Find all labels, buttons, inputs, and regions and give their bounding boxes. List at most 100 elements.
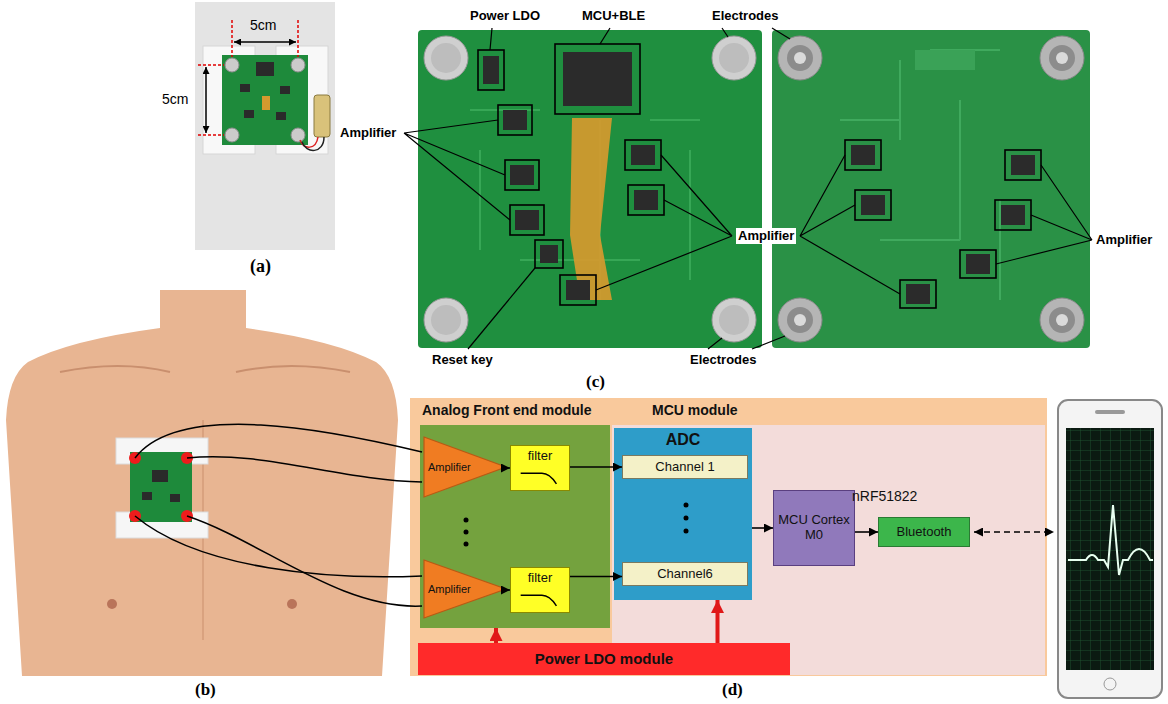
dimension-arrow — [205, 67, 207, 133]
pcb-back — [772, 30, 1090, 348]
art-path — [187, 457, 422, 482]
dimension-line — [198, 134, 224, 136]
art-circle — [464, 530, 469, 535]
system-panel — [410, 398, 1047, 676]
signal-arrow — [752, 527, 773, 529]
battery — [314, 95, 330, 137]
art-circle — [684, 516, 689, 521]
channel-label: Channel 1 — [655, 460, 714, 475]
art-rect — [510, 165, 534, 185]
art-rect — [851, 145, 875, 165]
part-label: Reset key — [432, 352, 493, 368]
electrode-wires — [135, 424, 422, 606]
electrode-dot — [129, 510, 141, 522]
photo-background — [195, 2, 335, 250]
panel-label: (a) — [250, 256, 271, 278]
art-rect — [1001, 205, 1025, 225]
signal-arrow — [570, 576, 622, 578]
art-rect — [960, 250, 996, 278]
chip — [170, 494, 180, 502]
chip — [240, 84, 250, 92]
lowpass-curve — [521, 473, 557, 484]
callout-boxes — [478, 44, 664, 305]
art-path — [996, 165, 1092, 264]
phone-speaker — [1095, 410, 1125, 414]
trace — [840, 50, 1000, 300]
art-path — [772, 28, 790, 39]
bluetooth-label: Bluetooth — [897, 525, 952, 540]
dimension-label: 5cm — [250, 17, 276, 34]
torso — [6, 290, 398, 676]
dimension-label: 5cm — [162, 91, 188, 108]
electrode — [719, 43, 749, 73]
phone-button — [1104, 678, 1116, 690]
phone — [1058, 400, 1162, 698]
wireless-link — [974, 531, 1054, 533]
signal-arrow — [855, 531, 878, 533]
electrode — [794, 52, 806, 64]
flex — [570, 118, 612, 300]
electrode — [719, 305, 749, 335]
electrode — [787, 307, 813, 333]
art-rect — [478, 50, 504, 90]
art-rect — [540, 245, 558, 263]
amplifier-triangle: Amplifier — [424, 437, 506, 497]
art-path — [600, 28, 610, 44]
electrode — [787, 45, 813, 71]
art-path — [468, 268, 535, 349]
chip — [280, 86, 290, 94]
art-circle — [464, 542, 469, 547]
electrode — [225, 128, 239, 142]
battery-wire — [302, 137, 324, 150]
art-path — [135, 424, 422, 458]
electrode — [1049, 45, 1075, 71]
signal-arrow — [570, 466, 622, 468]
art-rect — [510, 205, 544, 235]
trace — [470, 110, 700, 300]
chip — [276, 112, 286, 120]
art-rect — [483, 56, 499, 84]
art-rect — [625, 140, 661, 170]
power-arrow — [716, 600, 720, 643]
art-circle — [464, 518, 469, 523]
electrode — [712, 298, 756, 342]
panel-label: (b) — [195, 680, 216, 700]
electrode — [225, 58, 239, 72]
part-label: MCU+BLE — [582, 8, 645, 24]
electrode — [1040, 298, 1084, 342]
panel-label: (d) — [722, 680, 743, 700]
leader-lines — [404, 28, 1092, 349]
art-rect — [566, 280, 590, 300]
filter-label: filter — [528, 571, 553, 586]
art-path — [800, 155, 900, 294]
silkscreen — [915, 50, 975, 70]
electrode — [1040, 36, 1084, 80]
chip — [244, 110, 254, 118]
electrode — [291, 58, 305, 72]
signal-arrow — [506, 467, 510, 469]
art-rect — [855, 190, 891, 220]
lowpass-symbol — [511, 591, 569, 609]
pcb-front — [418, 30, 762, 348]
part-label: Amplifier — [340, 125, 396, 141]
module-title: Analog Front end module — [422, 402, 592, 418]
ellipsis-dots — [464, 503, 689, 547]
art-rect — [505, 160, 539, 190]
channel-label: Channel6 — [657, 567, 713, 582]
electrode — [1056, 52, 1068, 64]
chips — [851, 145, 1035, 304]
clavicle — [60, 366, 350, 372]
electrode — [712, 36, 756, 80]
part-label: Electrodes — [712, 8, 778, 24]
art-rect — [631, 145, 655, 165]
electrode-dot — [181, 510, 193, 522]
electrode-dot — [129, 452, 141, 464]
amplifier-outline — [424, 437, 506, 497]
art-path — [490, 28, 492, 50]
art-rect — [906, 284, 930, 304]
dimension-line — [231, 20, 233, 57]
channel-box: Channel6 — [622, 562, 748, 586]
electrode — [1056, 314, 1068, 326]
art-rect — [563, 52, 632, 106]
